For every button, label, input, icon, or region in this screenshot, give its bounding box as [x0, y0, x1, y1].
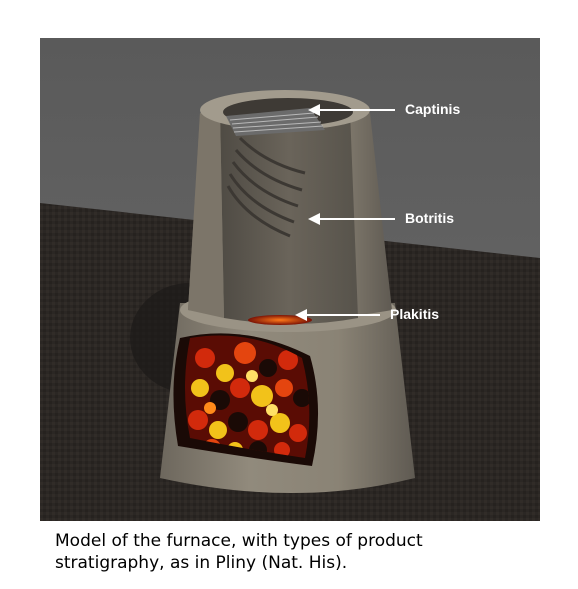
furnace-figure: Captinis Botritis Plakitis [40, 38, 540, 521]
caption-line-2: stratigraphy, as in Pliny (Nat. His). [55, 553, 348, 573]
arrow-plakitis [295, 309, 380, 321]
figure-caption: Model of the furnace, with types of prod… [55, 530, 555, 574]
ribs-botritis [226, 136, 306, 238]
label-captinis: Captinis [405, 101, 461, 117]
arrow-botritis [308, 213, 395, 225]
arrow-captinis [308, 104, 395, 116]
label-plakitis: Plakitis [390, 306, 440, 322]
caption-line-1: Model of the furnace, with types of prod… [55, 531, 423, 551]
fire-embers [185, 335, 310, 458]
chimney-wall-left [188, 110, 224, 318]
grate-captinis [226, 108, 325, 136]
furnace-illustration [40, 38, 540, 521]
label-botritis: Botritis [405, 210, 454, 226]
chimney-cutaway [220, 101, 358, 324]
glowing-layer-plakitis [248, 315, 312, 325]
